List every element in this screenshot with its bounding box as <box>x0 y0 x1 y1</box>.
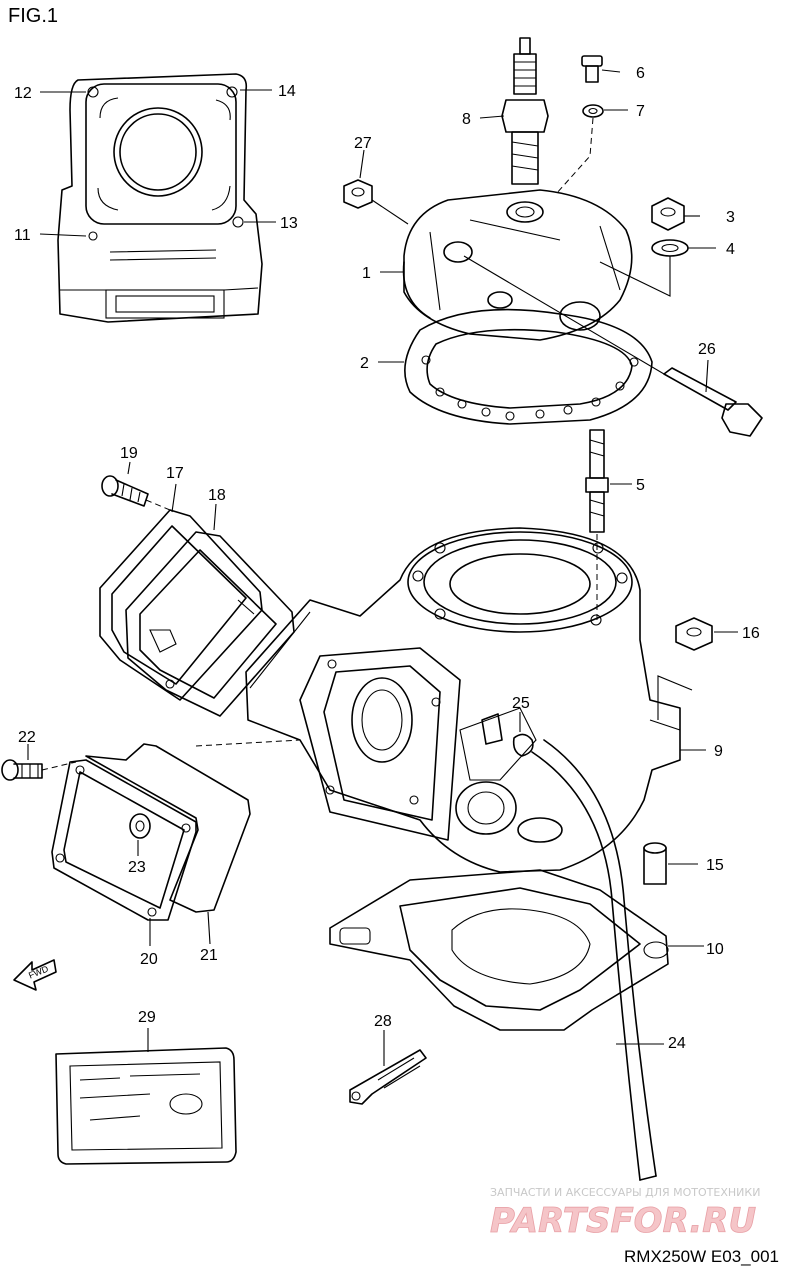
callout-28: 28 <box>374 1013 392 1030</box>
breather-hose-24 <box>531 739 657 1181</box>
callout-6: 6 <box>636 65 645 82</box>
bolt-26 <box>663 367 763 437</box>
cylinder-head <box>402 189 633 341</box>
callout-1: 1 <box>362 265 371 282</box>
dowel-pin-15 <box>643 842 667 885</box>
callout-26: 26 <box>698 341 716 358</box>
callout-4: 4 <box>726 241 735 258</box>
bolt-22 <box>1 759 43 781</box>
callout-10: 10 <box>706 941 724 958</box>
callout-22: 22 <box>18 729 36 746</box>
nut-27 <box>343 179 373 209</box>
washer-4 <box>651 239 689 257</box>
callout-11: 11 <box>14 227 31 244</box>
callout-12: 12 <box>14 85 32 102</box>
clip-28 <box>349 1049 427 1105</box>
callout-9: 9 <box>714 743 723 760</box>
callout-21: 21 <box>200 947 218 964</box>
callout-15: 15 <box>706 857 724 874</box>
callout-27: 27 <box>354 135 372 152</box>
cylinder-head-gasket <box>404 308 653 425</box>
watermark: ЗАПЧАСТИ И АКСЕССУАРЫ ДЛЯ МОТОТЕХНИКИ PA… <box>490 1186 761 1241</box>
figure-title: FIG.1 <box>8 5 58 27</box>
callout-16: 16 <box>742 625 760 642</box>
spark-plug <box>501 37 549 185</box>
callout-5: 5 <box>636 477 645 494</box>
cylinder-base-gasket <box>329 869 669 1031</box>
cylinder-body <box>245 527 681 873</box>
callout-23: 23 <box>128 859 146 876</box>
nut-16 <box>675 617 713 651</box>
nut-3 <box>651 197 685 231</box>
callout-25: 25 <box>512 695 530 712</box>
callout-29: 29 <box>138 1009 156 1026</box>
stud-bolt-5 <box>585 429 609 533</box>
washer-7 <box>582 104 604 118</box>
diagram-code: RMX250W E03_001 <box>624 1247 779 1266</box>
watermark-logo: PARTSFOR.RU <box>490 1201 756 1241</box>
leader-lines <box>27 69 738 1066</box>
cover-plate-20 <box>51 759 197 921</box>
callout-13: 13 <box>280 215 298 232</box>
watermark-tagline: ЗАПЧАСТИ И АКСЕССУАРЫ ДЛЯ МОТОТЕХНИКИ <box>490 1186 760 1199</box>
washer-23 <box>129 813 151 839</box>
clamp-25 <box>481 713 534 757</box>
gasket-17 <box>99 509 263 701</box>
gasket-21 <box>85 743 251 913</box>
callout-numbers: 1 2 3 4 5 6 7 8 9 10 11 12 13 14 15 16 1… <box>14 65 760 1052</box>
callout-7: 7 <box>636 103 645 120</box>
callout-8: 8 <box>462 111 471 128</box>
callout-20: 20 <box>140 951 158 968</box>
cylinder-top-view-inset <box>57 73 263 323</box>
callout-18: 18 <box>208 487 226 504</box>
forward-direction-arrow: FWD <box>13 959 57 991</box>
callout-2: 2 <box>360 355 369 372</box>
callout-14: 14 <box>278 83 296 100</box>
cover-18 <box>125 531 295 717</box>
bolt-6 <box>581 55 603 83</box>
callout-24: 24 <box>668 1035 686 1052</box>
caution-label-29 <box>55 1047 237 1165</box>
bolt-19 <box>101 475 149 507</box>
callout-3: 3 <box>726 209 735 226</box>
callout-19: 19 <box>120 445 138 462</box>
callout-17: 17 <box>166 465 184 482</box>
